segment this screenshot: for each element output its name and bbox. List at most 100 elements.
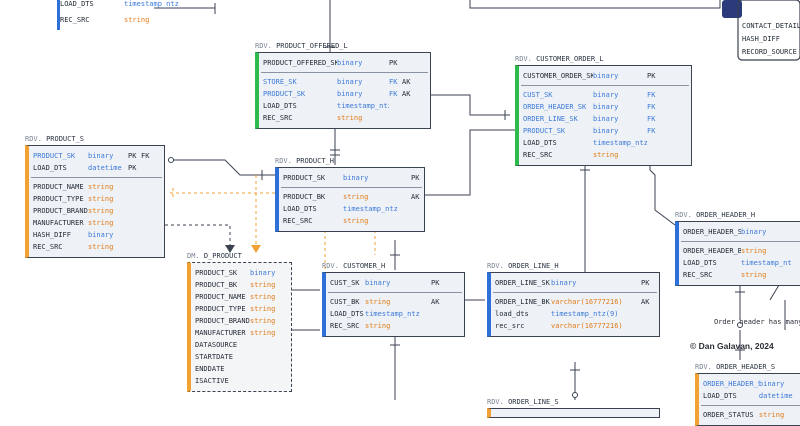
row-separator: [493, 292, 657, 293]
relationship-note: Order header has many o: [714, 318, 800, 326]
column-name: CUST_SK: [523, 91, 553, 99]
column-name: STARTDATE: [195, 353, 233, 361]
column-type: timestamp_ntz: [343, 205, 398, 213]
column-key: AK: [411, 193, 420, 201]
column-key: PK: [431, 279, 440, 287]
column-type: string: [88, 183, 114, 191]
table-order-header-s[interactable]: ORDER_HEADER_SKbinaryLOAD_DTSdatetimeORD…: [695, 373, 800, 426]
column-name: REC_SRC: [263, 114, 293, 122]
table-caption-order-line-s: RDV. ORDER_LINE_S: [487, 398, 559, 406]
top-fragment-accent: [57, 0, 60, 30]
column-name: load_dts: [495, 310, 529, 318]
column-type: binary: [758, 380, 785, 388]
column-type: timestamp_ntz: [337, 102, 389, 110]
column-name: REC_SRC: [33, 243, 63, 251]
column-type: binary: [250, 269, 276, 277]
column-name: ORDER_LINE_SK: [495, 279, 550, 287]
column-row: PRODUCT_NAME string: [29, 181, 164, 193]
row-separator: [521, 85, 689, 86]
row-separator: [31, 177, 162, 178]
column-name: LOAD_DTS: [33, 164, 67, 172]
table-caption-order-header-s: RDV. ORDER_HEADER_S: [695, 363, 775, 371]
column-key: PK: [647, 72, 656, 80]
column-type: binary: [365, 279, 391, 287]
table-name: CUSTOMER_ORDER_L: [531, 55, 604, 63]
table-order-line-s[interactable]: [487, 408, 660, 418]
table-schema: DM.: [187, 252, 200, 260]
column-name: PRODUCT_BK: [195, 281, 238, 289]
column-name: PRODUCT_BK: [283, 193, 326, 201]
table-schema: RDV.: [255, 42, 272, 50]
column-name: LOAD_DTS: [523, 139, 557, 147]
column-name: REC_SRC: [683, 271, 713, 279]
column-type: string: [758, 411, 785, 419]
column-type: timestamp_ntz(9): [551, 310, 619, 318]
column-name: CUST_SK: [330, 279, 360, 287]
column-row: load_dts timestamp_ntz(9): [491, 308, 659, 320]
column-name: CUST_BK: [330, 298, 360, 306]
column-type: binary: [593, 115, 619, 123]
column-type: string: [365, 322, 391, 330]
column-key: FK: [647, 115, 656, 123]
column-type: string: [250, 293, 276, 301]
table-caption-order-line-h: RDV. ORDER_LINE_H: [487, 262, 559, 270]
crowfoot-marker: [225, 245, 235, 253]
column-type: string: [250, 317, 276, 325]
table-caption-product-offered-l: RDV. PRODUCT_OFFERED_L: [255, 42, 348, 50]
table-schema: RDV.: [25, 135, 42, 143]
column-name: CUSTOMER_ORDER_SK: [523, 72, 593, 80]
column-type: timestamp_ntz: [741, 259, 791, 267]
row-separator: [681, 241, 800, 242]
table-schema: RDV.: [515, 55, 532, 63]
column-type: timestamp_ntz: [593, 139, 647, 147]
column-key: FK: [647, 91, 656, 99]
column-row: ENDDATE: [191, 363, 291, 375]
row-separator: [261, 72, 428, 73]
column-key: PK: [128, 152, 137, 160]
column-key: PK: [641, 279, 650, 287]
column-type: string: [343, 217, 369, 225]
column-type: string: [250, 281, 276, 289]
column-key-secondary: AK: [402, 90, 411, 98]
column-type: [250, 363, 290, 375]
column-name: PRODUCT_SK: [283, 174, 326, 182]
column-type: datetime: [758, 392, 793, 400]
column-key: AK: [641, 298, 650, 306]
column-name: PRODUCT_OFFERED_SK: [263, 59, 337, 67]
column-type: string: [337, 114, 363, 122]
column-name: HASH_DIFF: [33, 231, 71, 239]
column-type: binary: [551, 279, 577, 287]
column-name: PRODUCT_NAME: [195, 293, 246, 301]
table-name: D_PRODUCT: [199, 252, 242, 260]
column-type: string: [88, 195, 114, 203]
column-name: ORDER_HEADER_SK: [523, 103, 587, 111]
column-key: FK: [647, 127, 656, 135]
column-name: PRODUCT_NAME: [33, 183, 84, 191]
column-name: ENDDATE: [195, 365, 225, 373]
top-right-fragment: CONTACT_DETAILS HASH_DIFF RECORD_SOURCE: [742, 22, 800, 56]
column-name: PRODUCT_SK: [523, 127, 566, 135]
column-key: FK: [389, 90, 398, 98]
